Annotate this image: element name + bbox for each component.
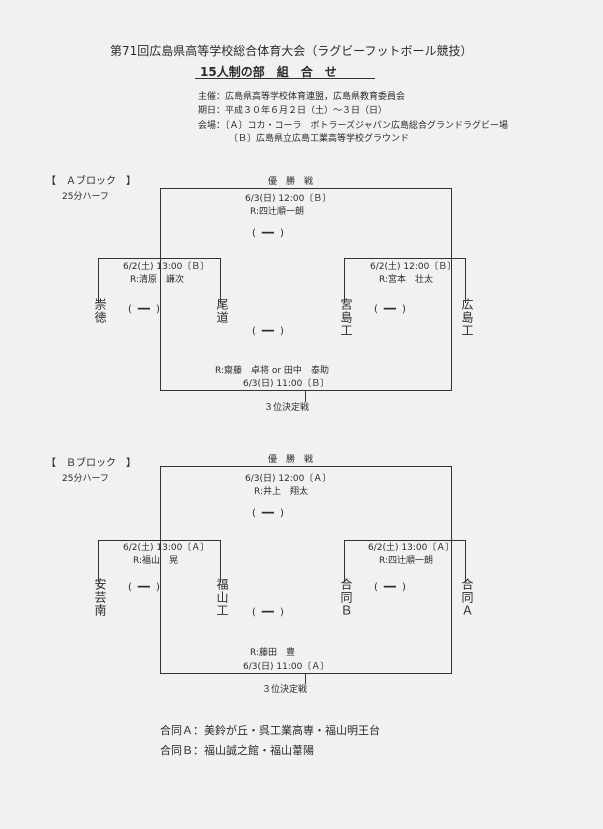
block-b-right-semi-right [465, 540, 466, 582]
block-b-left-time: 6/2(土) 13:00〔Ａ〕 [123, 543, 210, 553]
block-a-left-score: (━━) [128, 304, 160, 315]
block-a-right-semi-line [344, 258, 466, 259]
block-a-final-line [160, 188, 452, 189]
venue-a-text: 会場：〔Ａ〕コカ・コーラ ボトラーズジャパン広島総合グランドラグビー場 [198, 121, 509, 131]
block-b-right-time: 6/2(土) 13:00〔Ａ〕 [368, 543, 455, 553]
tournament-title: 第71回広島県高等学校総合体育大会（ラグビーフットボール競技） [110, 44, 473, 58]
block-a-final-ref: R:四辻順一朗 [250, 207, 305, 217]
block-a-right-semi-right [465, 258, 466, 303]
block-b-right-semi-left [344, 540, 345, 582]
block-a-right-score-value: ━━ [383, 304, 396, 315]
block-a-final-score-value: ━━ [261, 228, 274, 239]
block-a-third-line [160, 390, 452, 391]
block-b-third-stem [305, 674, 306, 684]
period-text: 期日：平成３０年６月２日（土）～３日（日） [198, 106, 388, 116]
joint-team-a-note: 合同Ａ：美鈴が丘・呉工業高専・福山明王台 [160, 724, 380, 737]
block-a-left-vline [160, 188, 161, 391]
block-a-third-ref: R:齋藤 卓将 or 田中 泰助 [215, 366, 329, 376]
block-b-team-3: 合同Ｂ [339, 578, 353, 617]
block-a-format: 25分ハーフ [62, 192, 109, 202]
block-a-team-4: 広島工 [460, 298, 474, 337]
block-b-left-ref: R:福山 晃 [133, 556, 179, 566]
block-b-third-score: (━━) [252, 607, 284, 618]
block-b-third-label: ３位決定戦 [262, 685, 308, 695]
block-b-left-score-value: ━━ [137, 582, 150, 593]
block-a-team-1: 崇徳 [93, 298, 107, 324]
block-a-third-label: ３位決定戦 [264, 403, 310, 413]
block-b-format: 25分ハーフ [62, 474, 109, 484]
block-a-left-semi-right [220, 258, 221, 303]
block-b-team-2: 福山工 [215, 578, 229, 617]
block-b-right-ref: R:四辻順一朗 [379, 556, 434, 566]
block-b-left-semi-line [98, 540, 220, 541]
block-b-third-time: 6/3(日) 11:00〔Ａ〕 [243, 662, 330, 672]
block-b-right-vline [451, 466, 452, 674]
block-a-label: 【 Ａブロック 】 [46, 176, 136, 187]
block-a-right-ref: R:宮本 壮太 [379, 275, 434, 285]
block-a-right-score: (━━) [374, 304, 406, 315]
block-a-team-2: 尾道 [215, 298, 229, 324]
venue-b-text: 〔Ｂ〕広島県立広島工業高等学校グラウンド [229, 134, 410, 144]
block-a-team-3: 宮島工 [339, 298, 353, 337]
block-b-final-ref: R:井上 翔太 [254, 487, 309, 497]
block-a-right-vline [451, 188, 452, 391]
organizer-text: 主催：広島県高等学校体育連盟，広島県教育委員会 [198, 92, 406, 102]
block-a-left-time: 6/2(土) 13:00〔Ｂ〕 [123, 262, 210, 272]
block-b-team-4: 合同Ａ [460, 578, 474, 617]
block-b-final-score-value: ━━ [261, 508, 274, 519]
block-b-third-line [160, 673, 452, 674]
block-a-third-stem [305, 391, 306, 402]
block-b-left-semi-left [98, 540, 99, 582]
block-b-third-ref: R:藤田 豊 [250, 648, 296, 658]
block-b-left-semi-right [220, 540, 221, 582]
block-b-right-score-value: ━━ [383, 582, 396, 593]
block-b-right-score: (━━) [374, 582, 406, 593]
block-a-final-label: 優 勝 戦 [268, 177, 314, 187]
division-title: 15人制の部 組 合 せ [200, 65, 337, 79]
block-b-right-semi-line [344, 540, 466, 541]
block-b-left-vline [160, 466, 161, 674]
block-b-final-score: (━━) [252, 508, 284, 519]
block-b-left-score: (━━) [128, 582, 160, 593]
block-a-left-semi-line [98, 258, 220, 259]
block-a-third-score: (━━) [252, 326, 284, 337]
block-b-third-score-value: ━━ [261, 607, 274, 618]
title-underline [195, 78, 375, 79]
block-a-final-score: (━━) [252, 228, 284, 239]
block-a-third-score-value: ━━ [261, 326, 274, 337]
block-a-left-semi-left [98, 258, 99, 303]
block-b-final-time: 6/3(日) 12:00〔Ａ〕 [245, 474, 332, 484]
block-a-left-ref: R:清原 謙次 [130, 275, 185, 285]
block-b-team-1: 安芸南 [93, 578, 107, 617]
block-a-third-time: 6/3(日) 11:00〔Ｂ〕 [243, 379, 330, 389]
joint-team-b-note: 合同Ｂ：福山誠之館・福山葦陽 [160, 744, 314, 757]
block-a-right-time: 6/2(土) 12:00〔Ｂ〕 [370, 262, 457, 272]
block-b-final-label: 優 勝 戦 [268, 455, 314, 465]
block-a-final-time: 6/3(日) 12:00〔Ｂ〕 [245, 194, 332, 204]
block-a-left-score-value: ━━ [137, 304, 150, 315]
block-a-right-semi-left [344, 258, 345, 303]
block-b-label: 【 Ｂブロック 】 [46, 458, 136, 469]
block-b-final-line [160, 466, 452, 467]
